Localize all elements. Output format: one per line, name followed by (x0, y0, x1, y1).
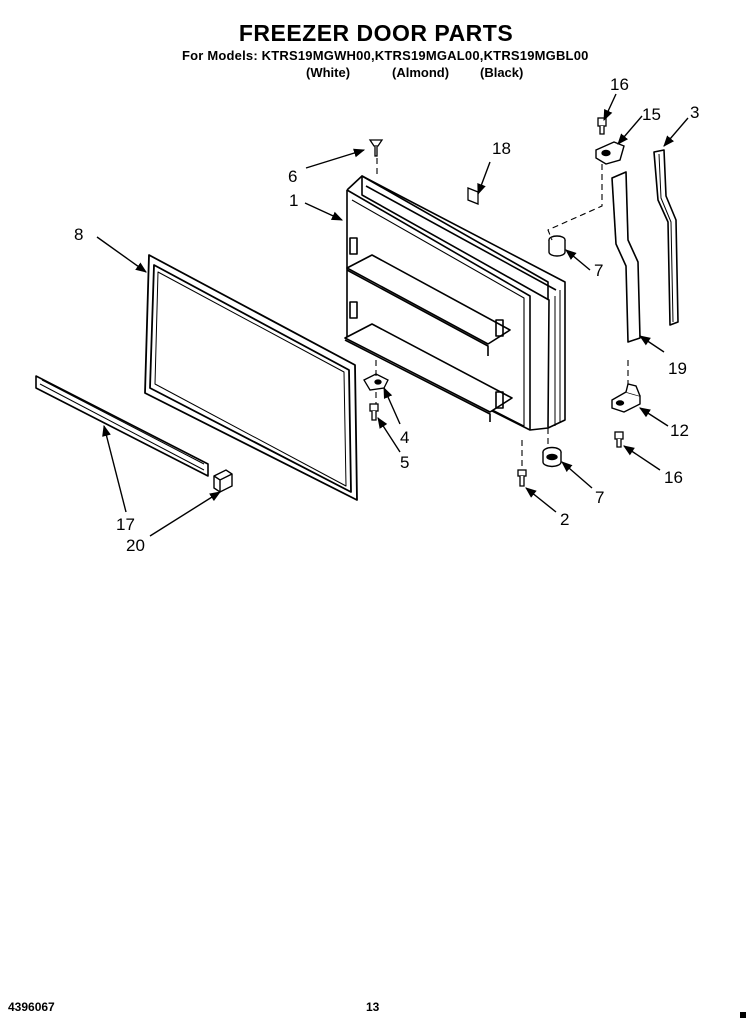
alignment-lines (375, 158, 629, 470)
models-line: For Models: KTRS19MGWH00,KTRS19MGAL00,KT… (182, 48, 589, 63)
label-part-17: 17 (116, 515, 135, 534)
label-part-15: 15 (642, 105, 661, 124)
door-label (467, 187, 479, 205)
label-part-5: 5 (400, 453, 409, 472)
label-part-12: 12 (670, 421, 689, 440)
door-liner-assembly (344, 175, 566, 431)
top-bushing (548, 235, 566, 257)
trim-end-cap (213, 469, 233, 493)
label-part-16-top: 16 (610, 75, 629, 94)
label-part-7-bottom: 7 (595, 488, 604, 507)
corner-mark (740, 1012, 746, 1018)
hinge-screw-bottom (614, 431, 624, 448)
label-part-8: 8 (74, 225, 83, 244)
door-trim-strip (35, 375, 209, 477)
page-title: FREEZER DOOR PARTS (238, 20, 514, 46)
label-part-16-bottom: 16 (664, 468, 683, 487)
lower-hinge (611, 383, 641, 413)
color-almond: (Almond) (392, 65, 450, 80)
door-stop-screw (369, 403, 379, 421)
door-gasket (144, 254, 358, 501)
label-part-4: 4 (400, 428, 409, 447)
label-part-20: 20 (126, 536, 145, 555)
hinge-screw-top (597, 117, 607, 135)
label-part-6: 6 (288, 167, 297, 186)
leader-arrows (96, 93, 689, 537)
page-number: 13 (366, 1000, 380, 1014)
upper-hinge (595, 141, 625, 165)
label-part-19: 19 (668, 359, 687, 378)
top-cap-screw (368, 139, 384, 157)
door-stop-bracket (363, 373, 389, 391)
bottom-hinge-screw (517, 469, 527, 487)
color-white: (White) (306, 65, 351, 80)
document-number: 4396067 (8, 1000, 55, 1014)
color-black: (Black) (480, 65, 524, 80)
label-part-2: 2 (560, 510, 569, 529)
label-part-7-top: 7 (594, 261, 603, 280)
label-part-1: 1 (289, 191, 298, 210)
label-part-3: 3 (690, 103, 699, 122)
label-part-18: 18 (492, 139, 511, 158)
handle-trim (653, 149, 679, 326)
door-handle (611, 171, 641, 343)
bottom-bushing (542, 446, 562, 468)
